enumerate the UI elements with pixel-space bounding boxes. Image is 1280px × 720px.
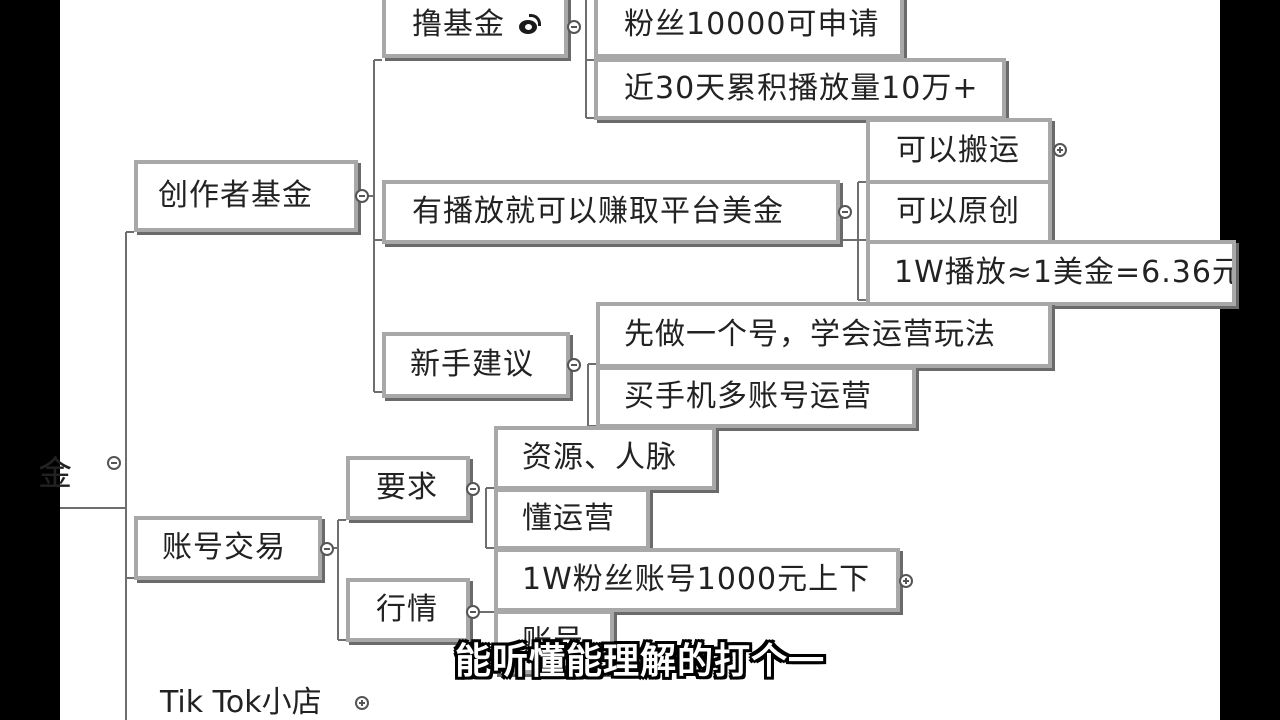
node-req-operations-label: 懂运营: [522, 501, 615, 536]
node-market-partial[interactable]: 账号: [494, 610, 614, 674]
node-req-plays[interactable]: 近30天累积播放量10万+: [594, 58, 1006, 120]
node-tiktok-shop-label: Tik Tok小店: [160, 685, 322, 720]
root-collapse-toggle[interactable]: [107, 456, 121, 470]
node-req-operations[interactable]: 懂运营: [494, 488, 650, 550]
node-requirements-label: 要求: [376, 470, 438, 505]
node-market-price-label: 1W粉丝账号1000元上下: [522, 562, 871, 597]
node-newbie-tips-label: 新手建议: [410, 347, 534, 382]
node-can-repost[interactable]: 可以搬运: [866, 118, 1052, 184]
node-market[interactable]: 行情: [346, 578, 470, 642]
tiktok-shop-expand-toggle[interactable]: [355, 696, 369, 710]
node-lufund[interactable]: 撸基金: [382, 0, 568, 58]
node-req-resources-label: 资源、人脉: [522, 440, 677, 475]
weibo-icon: [517, 14, 541, 36]
account-trade-collapse-toggle[interactable]: [320, 542, 334, 556]
market-collapse-toggle[interactable]: [466, 605, 480, 619]
lufund-collapse-toggle[interactable]: [567, 20, 581, 34]
node-tip-multi-accounts[interactable]: 买手机多账号运营: [596, 366, 916, 428]
node-usd-rate[interactable]: 1W播放≈1美金=6.36元: [866, 240, 1236, 306]
node-tiktok-shop[interactable]: Tik Tok小店: [160, 688, 322, 718]
root-node-partial[interactable]: 金: [40, 454, 72, 494]
node-account-trade[interactable]: 账号交易: [134, 516, 322, 580]
node-can-original-label: 可以原创: [896, 194, 1020, 229]
newbie-tips-collapse-toggle[interactable]: [567, 358, 581, 372]
node-tip-one-account[interactable]: 先做一个号，学会运营玩法: [596, 302, 1052, 368]
node-market-label: 行情: [376, 592, 438, 627]
creator-fund-collapse-toggle[interactable]: [355, 189, 369, 203]
node-newbie-tips[interactable]: 新手建议: [382, 332, 570, 398]
node-req-resources[interactable]: 资源、人脉: [494, 426, 716, 490]
node-can-original[interactable]: 可以原创: [866, 180, 1052, 244]
node-tip-one-account-label: 先做一个号，学会运营玩法: [624, 317, 996, 352]
node-creator-fund[interactable]: 创作者基金: [134, 160, 358, 232]
node-lufund-label: 撸基金: [412, 7, 505, 42]
node-earn-usd-label: 有播放就可以赚取平台美金: [412, 194, 784, 229]
node-can-repost-label: 可以搬运: [896, 133, 1020, 168]
node-requirements[interactable]: 要求: [346, 456, 470, 520]
node-creator-fund-label: 创作者基金: [158, 178, 313, 213]
node-req-fans[interactable]: 粉丝10000可申请: [594, 0, 904, 58]
node-account-trade-label: 账号交易: [162, 530, 286, 565]
earn-usd-collapse-toggle[interactable]: [838, 205, 852, 219]
video-subtitle: 能听懂能理解的打个一: [454, 641, 825, 682]
node-market-partial-label: 账号: [522, 624, 584, 659]
node-req-plays-label: 近30天累积播放量10万+: [624, 71, 979, 106]
requirements-collapse-toggle[interactable]: [466, 482, 480, 496]
node-tip-multi-accounts-label: 买手机多账号运营: [624, 379, 872, 414]
market-price-expand-toggle[interactable]: [899, 574, 913, 588]
node-market-price[interactable]: 1W粉丝账号1000元上下: [494, 548, 900, 612]
node-req-fans-label: 粉丝10000可申请: [624, 7, 880, 42]
can-repost-expand-toggle[interactable]: [1053, 143, 1067, 157]
node-usd-rate-label: 1W播放≈1美金=6.36元: [894, 255, 1236, 290]
node-earn-usd[interactable]: 有播放就可以赚取平台美金: [382, 180, 840, 244]
